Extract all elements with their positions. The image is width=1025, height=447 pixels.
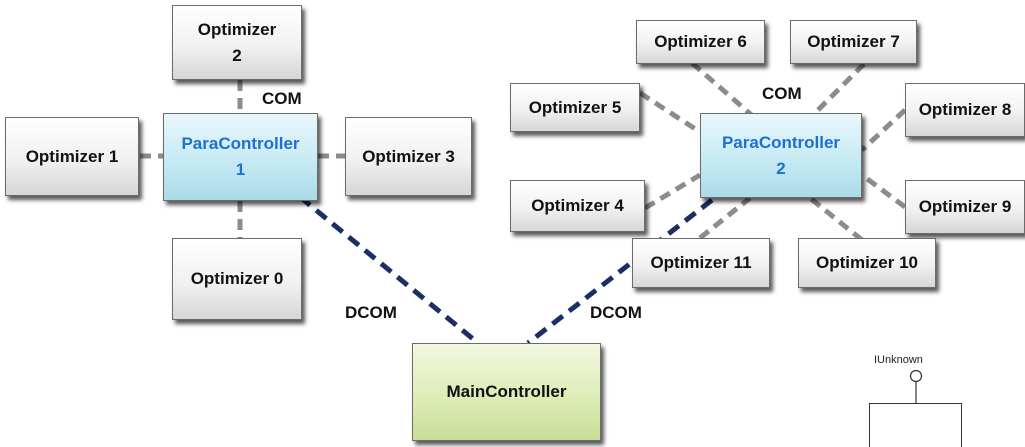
optimizer-4-box[interactable]: Optimizer 4 bbox=[510, 180, 645, 232]
iunknown-interface-circle bbox=[909, 369, 923, 383]
com-link-pc2-o9 bbox=[860, 172, 907, 210]
optimizer-6-box[interactable]: Optimizer 6 bbox=[636, 20, 765, 64]
com-link-pc2-o10 bbox=[808, 196, 864, 242]
dcom-link-pc1-main bbox=[298, 195, 480, 345]
optimizer-10-box[interactable]: Optimizer 10 bbox=[798, 238, 936, 288]
para-controller-1-box[interactable]: ParaController 1 bbox=[163, 113, 318, 201]
com-link-pc2-o5 bbox=[638, 90, 702, 135]
com-link-pc2-o7 bbox=[808, 62, 866, 120]
optimizer-3-box[interactable]: Optimizer 3 bbox=[345, 117, 472, 196]
optimizer-1-box[interactable]: Optimizer 1 bbox=[5, 117, 139, 196]
iunknown-label: IUnknown bbox=[874, 354, 923, 366]
optimizer-2-box[interactable]: Optimizer 2 bbox=[172, 5, 302, 80]
optimizer-8-box[interactable]: Optimizer 8 bbox=[905, 83, 1025, 137]
com-label-right: COM bbox=[762, 84, 802, 103]
optimizer-5-box[interactable]: Optimizer 5 bbox=[510, 83, 640, 132]
dcom-label-right: DCOM bbox=[590, 303, 642, 322]
com-component-box bbox=[869, 403, 962, 447]
com-link-pc2-o6 bbox=[690, 61, 757, 120]
optimizer-0-box[interactable]: Optimizer 0 bbox=[172, 238, 302, 320]
optimizer-7-box[interactable]: Optimizer 7 bbox=[790, 20, 917, 64]
com-link-pc2-o4 bbox=[643, 172, 702, 211]
com-link-pc2-o8 bbox=[860, 108, 907, 152]
para-controller-2-box[interactable]: ParaController 2 bbox=[700, 113, 862, 198]
optimizer-11-box[interactable]: Optimizer 11 bbox=[632, 238, 770, 288]
dcom-link-pc2-main bbox=[526, 198, 714, 345]
optimizer-9-box[interactable]: Optimizer 9 bbox=[905, 180, 1025, 234]
com-label-left: COM bbox=[262, 89, 302, 108]
main-controller-box[interactable]: MainController bbox=[412, 343, 601, 441]
com-link-pc2-o11 bbox=[698, 196, 752, 240]
dcom-label-left: DCOM bbox=[345, 303, 397, 322]
